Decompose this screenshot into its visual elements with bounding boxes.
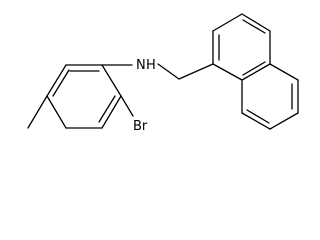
double-bond-inner: [242, 61, 266, 76]
double-bond-inner: [242, 19, 266, 34]
bond: [46, 95, 67, 129]
bromine-bond: [120, 95, 134, 117]
bond: [101, 64, 122, 97]
amine-hydrogen-label: H: [146, 58, 156, 73]
bond: [212, 63, 243, 81]
methylene-bond: [178, 63, 214, 80]
naphthalene-ring: [212, 13, 299, 130]
amine-nitrogen-label: N: [136, 58, 146, 73]
methyl-bond: [27, 95, 48, 129]
bond: [212, 13, 243, 32]
bond: [269, 112, 299, 130]
double-bond-inner: [98, 95, 116, 123]
methylene-bond: [157, 63, 180, 80]
bond: [241, 112, 271, 130]
chemical-structure: N H Br: [27, 13, 299, 134]
bond: [241, 13, 271, 32]
bromine-label: Br: [133, 119, 148, 134]
double-bond-inner: [246, 109, 270, 124]
aniline-ring: [46, 64, 122, 129]
bond: [101, 95, 122, 129]
double-bond-inner: [52, 69, 70, 97]
bond: [269, 63, 299, 81]
bond: [46, 64, 67, 97]
bond: [241, 63, 271, 81]
